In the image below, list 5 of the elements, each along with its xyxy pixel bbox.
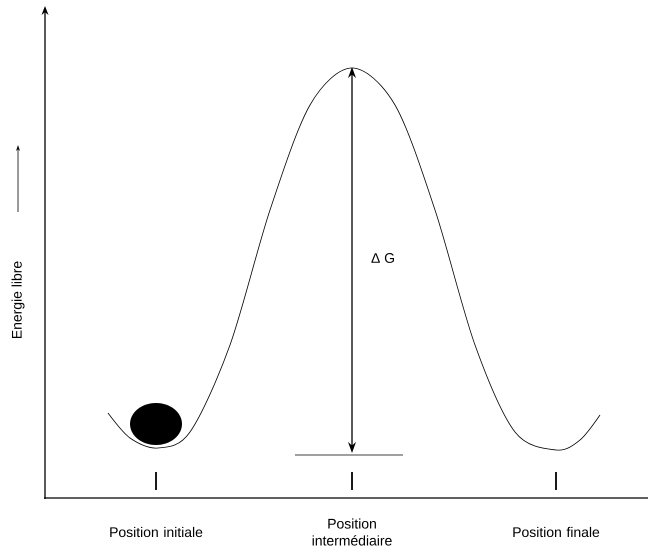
quantity-label: Δ G [371, 253, 394, 263]
axis-label: Position initiale [110, 526, 202, 538]
axis-label: Energie libre [12, 261, 24, 338]
axis-label: Position finale [513, 526, 600, 538]
axis-label: Position intermédiaire [312, 518, 392, 546]
